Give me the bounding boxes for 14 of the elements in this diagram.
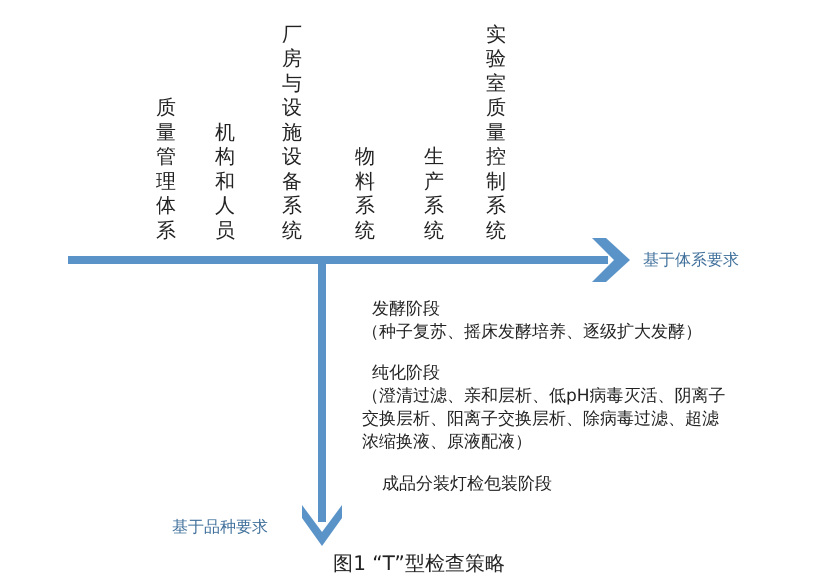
stage-title: 发酵阶段 (372, 298, 441, 321)
column-heading: 实验室质量控制系统 (486, 22, 507, 242)
axis-label: 基于品种要求 (172, 517, 268, 538)
stage-title: 纯化阶段 (372, 362, 441, 385)
stage-detail: （澄清过滤、亲和层析、低pH病毒灭活、阴离子交换层析、阳离子交换层析、除病毒过滤、超滤浓缩换液、原液配液） (362, 385, 727, 454)
axis-label: 基于体系要求 (643, 250, 739, 271)
column-heading: 物料系统 (355, 144, 376, 242)
stage-detail: （种子复苏、摇床发酵培养、逐级扩大发酵） (362, 321, 703, 344)
column-heading: 质量管理体系 (156, 95, 177, 242)
figure-caption: 图1 “T”型检查策略 (333, 551, 505, 575)
column-heading: 生产系统 (424, 144, 445, 242)
stage-title: 成品分装灯检包装阶段 (382, 473, 553, 496)
column-heading: 机构和人员 (215, 120, 236, 242)
column-heading: 厂房与设施设备系统 (282, 22, 303, 242)
